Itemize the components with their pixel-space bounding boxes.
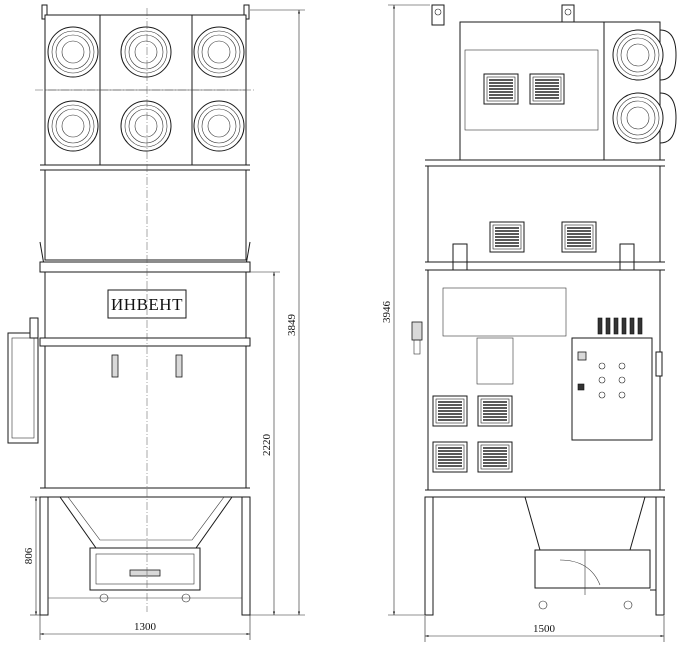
dust-bin-front [89,547,201,591]
front-view: ИНВЕНТ 1300 38 [7,4,305,640]
front-hopper-height-dimension: 806 [23,547,35,564]
side-control-box [7,332,39,444]
dust-bin-side [534,549,651,589]
side-width-dimension: 1500 [533,623,556,635]
front-total-height-dimension: 3849 [286,314,298,337]
louver-vent-icon [483,73,519,105]
front-leg-height-dimension: 2220 [261,434,273,457]
side-total-height-dimension: 3946 [381,301,393,324]
front-width-dimension: 1300 [134,621,157,633]
filter-cartridge-icon [47,26,99,78]
side-view: 1500 3946 [381,4,677,642]
